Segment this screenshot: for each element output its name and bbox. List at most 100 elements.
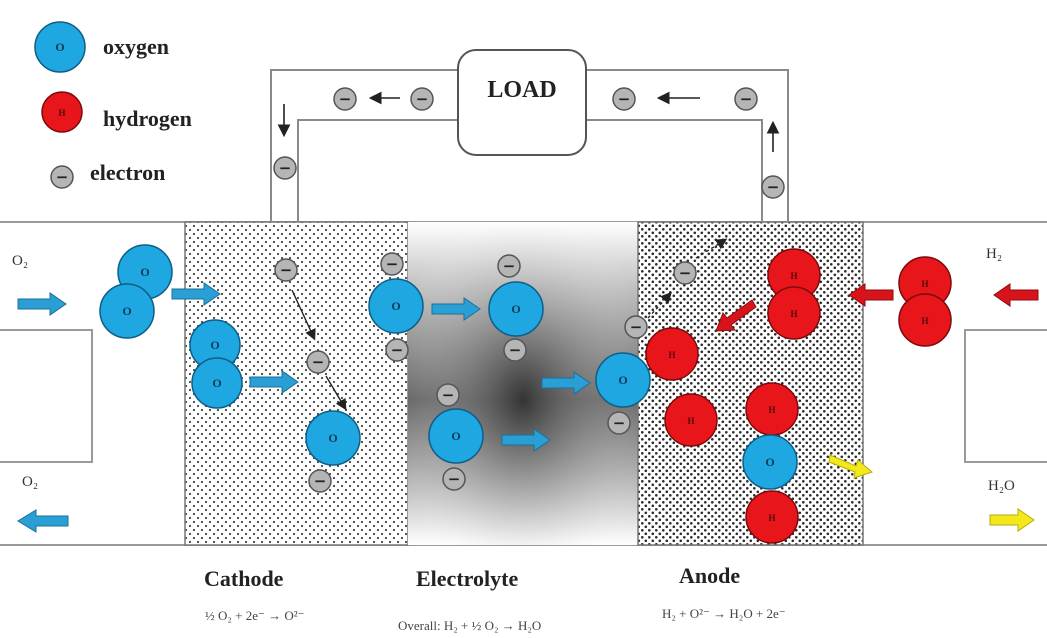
oxide-electron: −: [497, 254, 521, 278]
electron-path-arrows: [291, 238, 728, 411]
oxide-electron: −: [380, 252, 404, 276]
svg-text:O: O: [618, 373, 627, 387]
yellow-arrows: [828, 454, 1035, 532]
anode-reaction: H₂ + O²⁻ → H₂O + 2e⁻: [662, 606, 786, 621]
svg-text:−: −: [448, 470, 461, 488]
svg-text:−: −: [339, 90, 352, 108]
svg-text:−: −: [442, 386, 455, 404]
anode-layer: [637, 221, 864, 546]
oxide-electron: −: [442, 467, 466, 491]
anode-electron: −: [624, 315, 648, 339]
svg-text:−: −: [613, 414, 626, 432]
legend-electron-icon: −: [50, 165, 74, 189]
h2-in-arrow: [993, 283, 1039, 307]
legend-hydrogen-icon: H: [41, 91, 83, 133]
stream-labels: O₂ O₂ H₂ H₂O: [12, 246, 1015, 494]
oxide-electron: −: [385, 338, 409, 362]
circuit-electron: −: [761, 175, 785, 199]
svg-text:−: −: [386, 255, 399, 273]
svg-text:−: −: [391, 341, 404, 359]
svg-text:−: −: [509, 341, 522, 359]
o2-out-arrow: [17, 509, 69, 533]
svg-text:O: O: [140, 265, 149, 279]
svg-text:O: O: [55, 40, 64, 54]
water-hydrogen-atom: H: [745, 382, 799, 436]
red-arrows: [715, 283, 1039, 332]
cathode-electron: −: [306, 350, 330, 374]
electrolyte-title: Electrolyte: [416, 566, 518, 591]
particles: O H − − − − − − − O O O O − − O − O − − O − − O − − O − − − H H H H H H H O H: [34, 21, 952, 544]
oxide-ion: O: [368, 278, 424, 334]
legend-hydrogen-label: hydrogen: [103, 106, 192, 131]
svg-text:−: −: [280, 261, 293, 279]
right-out-label: H₂O: [988, 478, 1015, 494]
water-hydrogen-atom: H: [745, 490, 799, 544]
left-in-label: O₂: [12, 253, 28, 269]
circuit-electron: −: [273, 156, 297, 180]
svg-text:−: −: [314, 472, 327, 490]
svg-text:H: H: [790, 271, 797, 281]
svg-text:−: −: [630, 318, 643, 336]
oxide-ion: O: [428, 408, 484, 464]
overall-reaction: Overall: H₂ + ½ O₂ → H₂O: [398, 618, 541, 633]
svg-text:O: O: [328, 431, 337, 445]
svg-text:−: −: [279, 159, 292, 177]
water-oxygen-atom: O: [742, 434, 798, 490]
svg-text:O: O: [210, 338, 219, 352]
section-labels: Cathode ½ O₂ + 2e⁻ → O²⁻ Electrolyte Ove…: [204, 563, 786, 633]
h2-molecule-atom: H: [767, 286, 821, 340]
svg-text:H: H: [768, 405, 775, 415]
svg-text:−: −: [740, 90, 753, 108]
svg-text:−: −: [679, 264, 692, 282]
anode-electron: −: [673, 261, 697, 285]
circuit-electron: −: [410, 87, 434, 111]
cathode-electron: −: [274, 258, 298, 282]
left-out-label: O₂: [22, 474, 38, 490]
right-in-label: H₂: [986, 246, 1002, 262]
hydrogen-atom: H: [645, 327, 699, 381]
svg-text:O: O: [391, 299, 400, 313]
circuit-electron: −: [333, 87, 357, 111]
oxide-ion: O: [305, 410, 361, 466]
circuit-electron: −: [734, 87, 758, 111]
circuit-electron: −: [612, 87, 636, 111]
svg-text:H: H: [790, 309, 797, 319]
cathode-title: Cathode: [204, 566, 284, 591]
svg-text:−: −: [416, 90, 429, 108]
svg-text:H: H: [921, 316, 928, 326]
load-label: LOAD: [487, 77, 556, 103]
o2-molecule-atom: O: [191, 357, 243, 409]
svg-text:H: H: [58, 108, 65, 118]
oxide-ion: O: [488, 281, 544, 337]
legend-oxygen-label: oxygen: [103, 34, 169, 59]
legend-electron-label: electron: [90, 160, 165, 185]
svg-text:H: H: [921, 279, 928, 289]
oxide-electron: −: [308, 469, 332, 493]
h2o-out-arrow: [989, 508, 1035, 532]
svg-text:−: −: [503, 257, 516, 275]
hydrogen-atom: H: [664, 393, 718, 447]
legend: oxygen hydrogen electron: [90, 34, 192, 185]
svg-text:O: O: [122, 304, 131, 318]
svg-text:H: H: [687, 416, 694, 426]
anode-electron: −: [607, 411, 631, 435]
svg-text:O: O: [451, 429, 460, 443]
svg-text:O: O: [212, 376, 221, 390]
load-box: LOAD: [457, 49, 587, 156]
o2-molecule-atom: O: [99, 283, 155, 339]
svg-text:H: H: [668, 350, 675, 360]
h2-molecule-atom: H: [898, 293, 952, 347]
svg-text:H: H: [768, 513, 775, 523]
legend-oxygen-icon: O: [34, 21, 86, 73]
anode-title: Anode: [679, 563, 740, 588]
svg-text:−: −: [767, 178, 780, 196]
oxide-electron: −: [436, 383, 460, 407]
oxide-electron: −: [503, 338, 527, 362]
svg-text:−: −: [56, 168, 69, 186]
svg-text:O: O: [765, 455, 774, 469]
oxide-ion: O: [595, 352, 651, 408]
circuit-arrows: [277, 91, 780, 152]
svg-text:−: −: [618, 90, 631, 108]
blue-arrows: [17, 282, 591, 533]
